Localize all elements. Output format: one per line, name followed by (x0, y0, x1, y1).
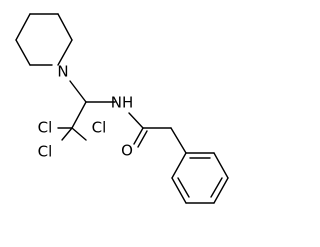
piperidine-ring (15, 13, 73, 66)
chlorine-bottom-label: Cl (38, 143, 53, 161)
ring-bond (213, 152, 229, 179)
ch-to-ccl3-bond (71, 101, 87, 129)
ring-bond (171, 177, 187, 204)
chlorine-top-label: Cl (38, 119, 53, 137)
amide-nh-label: NH (111, 94, 134, 112)
chlorine-right-label: Cl (92, 119, 107, 137)
ring-bond (213, 177, 229, 204)
co-bond-2 (137, 130, 148, 148)
aromatic-inner-bond (210, 177, 223, 198)
carbonyl-oxygen-label: O (121, 142, 133, 160)
ring-bond (15, 39, 31, 66)
ring-bond (15, 13, 31, 41)
nh-to-carbonyl-bond (128, 112, 144, 129)
ch2-to-phenyl-bond (170, 127, 187, 154)
ring-bond (171, 152, 187, 179)
ring-nitrogen-label: N (57, 63, 68, 81)
n-to-ch-bond (69, 80, 87, 103)
chemical-structure-diagram: N NH Cl Cl Cl O (15, 13, 229, 204)
ring-bond (57, 13, 73, 41)
co-bond-1 (133, 127, 144, 145)
c-cl-bond (71, 127, 87, 141)
c-cl-bond (61, 127, 73, 141)
aromatic-inner-bond (177, 177, 190, 198)
ring-bond (57, 39, 73, 66)
phenyl-ring (171, 152, 229, 204)
carbonyl-double-bond (133, 127, 148, 148)
trichloromethyl-group (57, 127, 87, 141)
